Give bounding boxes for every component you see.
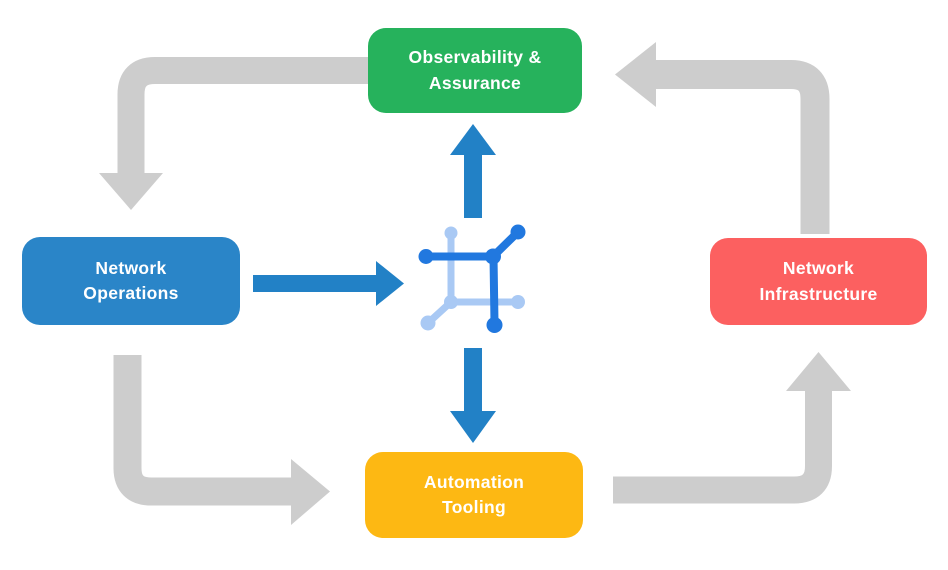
arrow-center-to-observability: [450, 124, 496, 218]
node-observability-assurance: Observability & Assurance: [368, 28, 582, 113]
node-network-infrastructure-label: Network Infrastructure: [759, 258, 878, 304]
network-nodes-icon: [418, 224, 526, 333]
node-automation-tooling: Automation Tooling: [365, 452, 583, 538]
arrow-observability-to-operations: [99, 57, 369, 210]
arrow-operations-to-center: [253, 261, 404, 306]
node-network-operations: Network Operations: [22, 237, 240, 325]
arrow-infrastructure-to-observability: [615, 42, 830, 234]
arrow-center-to-automation: [450, 348, 496, 443]
node-network-infrastructure: Network Infrastructure: [710, 238, 927, 325]
node-observability-assurance-label: Observability & Assurance: [408, 47, 542, 93]
node-automation-tooling-label: Automation Tooling: [423, 471, 525, 517]
arrow-automation-to-infrastructure: [613, 352, 851, 504]
node-network-operations-label: Network Operations: [83, 257, 179, 303]
arrow-operations-to-automation: [113, 355, 330, 525]
